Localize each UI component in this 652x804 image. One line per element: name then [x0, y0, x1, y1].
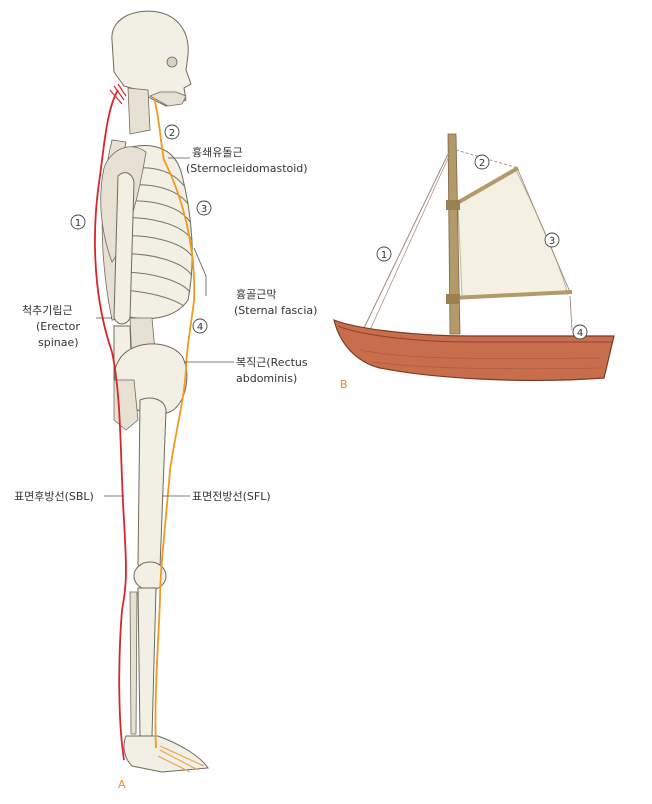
- svg-text:3: 3: [549, 236, 555, 247]
- svg-text:4: 4: [197, 322, 203, 333]
- sbl-line: [94, 89, 127, 761]
- marker-1-boat: 1: [376, 246, 392, 262]
- forestay-1: [363, 149, 451, 329]
- cervical-spine: [127, 87, 151, 135]
- marker-2-body: 2: [164, 124, 180, 140]
- gaff-spar: [451, 166, 519, 208]
- marker-1-body: 1: [70, 214, 86, 230]
- marker-2-boat: 2: [474, 154, 490, 170]
- erector-label-en1: (Erector: [36, 320, 80, 333]
- sheet-line: [569, 295, 573, 331]
- mast: [447, 133, 461, 335]
- leader-lines: [96, 157, 234, 497]
- svg-text:1: 1: [381, 250, 387, 261]
- svg-text:4: 4: [577, 328, 583, 339]
- sternal-label-ko: 흉골근막: [236, 287, 276, 301]
- hull-plank-2: [371, 361, 603, 370]
- sfl-label: 표면전방선(SFL): [192, 490, 271, 503]
- erector-label-ko: 척추기립근: [22, 304, 73, 317]
- svg-text:3: 3: [201, 204, 207, 215]
- svg-text:2: 2: [479, 158, 485, 169]
- marker-4-boat: 4: [572, 324, 588, 340]
- svg-text:2: 2: [169, 128, 175, 139]
- sbl-label: 표면후방선(SBL): [14, 490, 94, 503]
- boom-spar: [451, 290, 573, 300]
- neck-muscle-fan: [109, 83, 127, 105]
- marker-3-boat: 3: [544, 232, 560, 248]
- svg-text:1: 1: [75, 218, 81, 229]
- sailboat-figure: 1 2 3 4: [333, 133, 615, 381]
- panel-letter-b: B: [340, 378, 348, 391]
- skeleton-figure: 2 3 1 4: [70, 10, 212, 773]
- leech-line: [517, 169, 571, 293]
- femur: [137, 397, 167, 574]
- rectus-label-line1: 복직근(Rectus: [236, 356, 308, 369]
- foot: [123, 735, 209, 773]
- scm-label-en: (Sternocleidomastoid): [186, 162, 308, 175]
- sfl-line: [153, 97, 196, 749]
- sternal-label-en: (Sternal fascia): [234, 304, 317, 317]
- forestay-2: [369, 153, 451, 331]
- toe-tendons: [157, 745, 205, 773]
- scm-label-ko: 흉쇄유돌근: [192, 145, 243, 159]
- gunwale: [337, 325, 612, 343]
- gaff-jaw: [446, 200, 460, 210]
- boom-jaw: [446, 294, 460, 304]
- rectus-label-line2: abdominis): [236, 372, 297, 385]
- hull-plank-1: [359, 349, 601, 360]
- marker-4-body: 4: [192, 318, 208, 334]
- eye-socket: [166, 56, 178, 68]
- fibula: [129, 591, 138, 735]
- jaw: [149, 91, 187, 107]
- panel-letter-a: A: [118, 778, 126, 791]
- tibia: [137, 587, 157, 737]
- marker-3-body: 3: [196, 200, 212, 216]
- erector-label-en2: spinae): [38, 336, 79, 349]
